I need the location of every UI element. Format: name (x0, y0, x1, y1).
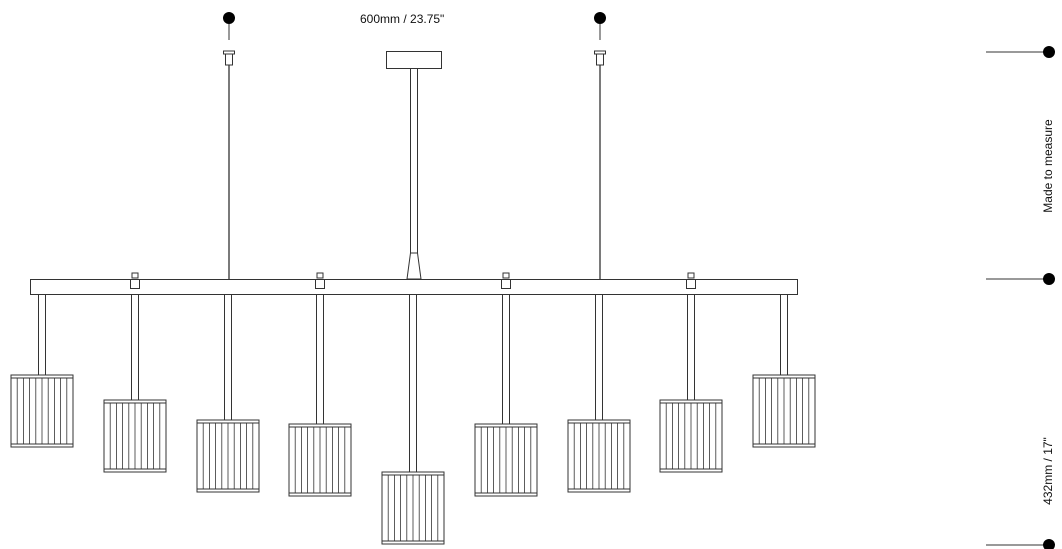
bar-connector-cap (687, 272, 695, 279)
suspension-cables (228, 65, 601, 279)
pendants (10, 294, 816, 545)
gripper-right-body (596, 53, 604, 66)
pendant (103, 294, 167, 473)
height-dimension-label: 432mm / 17" (1041, 437, 1055, 505)
pendant (196, 294, 260, 493)
dim-marker-bottom (1043, 539, 1055, 549)
mount-marker-right (594, 12, 606, 24)
drop-dimension-label: Made to measure (1041, 119, 1055, 213)
stem-collar (406, 252, 422, 280)
dimension-lines (986, 51, 1048, 546)
pendant (567, 294, 631, 493)
pendant (659, 294, 723, 473)
bar-connector-cap (131, 272, 139, 279)
dimension-markers (1043, 46, 1055, 549)
pendant (752, 294, 816, 448)
pendant (381, 294, 445, 545)
width-dimension-label: 600mm / 23.75" (360, 12, 445, 26)
bar-connector-cap (502, 272, 510, 279)
bar-connector (501, 279, 511, 289)
dim-marker-mid (1043, 273, 1055, 285)
bar-connector (686, 279, 696, 289)
bar-connector-cap (316, 272, 324, 279)
mount-markers (223, 12, 606, 40)
bar-connectors (130, 272, 696, 289)
bar-connector (315, 279, 325, 289)
mount-marker-left (223, 12, 235, 24)
ceiling-canopy (386, 51, 442, 69)
horizontal-bar (30, 279, 798, 295)
pendant (10, 294, 74, 448)
pendant (288, 294, 352, 497)
ceiling-canopy-group (386, 51, 442, 280)
pendant (474, 294, 538, 497)
bar-connector (130, 279, 140, 289)
dim-marker-top (1043, 46, 1055, 58)
gripper-left-body (225, 53, 233, 66)
